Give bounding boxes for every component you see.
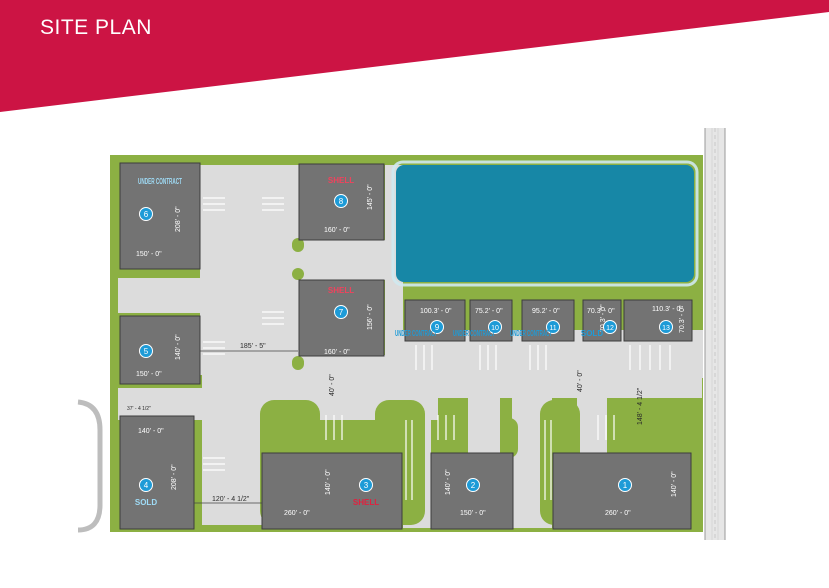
lot-2-depth: 140' - 0"	[445, 469, 452, 495]
lot-badge-2: 2	[466, 478, 480, 492]
aisle-right-dim: 40' - 0"	[577, 370, 584, 392]
lot-3-status: SHELL	[353, 498, 379, 507]
site-dimensions: 185' - 5" 40' - 0" 40' - 0" 120' - 4 1/2…	[127, 343, 644, 504]
building-lot-4	[119, 415, 195, 530]
lot-5-width: 150' - 0"	[136, 371, 162, 378]
lot-1-width: 260' - 0"	[605, 510, 631, 517]
road	[704, 128, 726, 540]
lot-1-depth: 140' - 0"	[671, 471, 678, 497]
lot-badge-3: 3	[359, 478, 373, 492]
lot-badge-10: 10	[488, 320, 502, 334]
building-lot-9	[404, 299, 466, 342]
lot-13-width: 110.3' - 0"	[652, 306, 683, 313]
lot-12-depth: 70.3' - 0"	[600, 304, 607, 332]
lot-6-status: UNDER CONTRACT	[138, 177, 182, 186]
svg-text:8: 8	[339, 197, 344, 206]
lot-9-width: 100.3' - 0"	[420, 308, 452, 315]
lot-badge-4: 4	[139, 478, 153, 492]
building-lot-11	[521, 299, 575, 342]
building-lot-5	[119, 315, 201, 385]
drive-width-dim: 185' - 5"	[240, 343, 266, 350]
building-lot-12	[582, 299, 622, 342]
lot4-offset-dim: 37' - 4 1/2"	[127, 406, 151, 412]
lot-11-status: UNDER CONTRACT	[510, 329, 552, 338]
svg-text:11: 11	[549, 325, 556, 332]
svg-text:10: 10	[491, 325, 499, 332]
building-dimensions: 150' - 0" 208' - 0" 150' - 0" 140' - 0" …	[136, 184, 686, 517]
access-road-curve	[77, 399, 103, 533]
lot-4-status: SOLD	[135, 498, 157, 507]
lot-6-width: 150' - 0"	[136, 251, 162, 258]
lot-12-width: 70.3' - 0"	[587, 308, 615, 315]
lot-11-width: 95.2' - 0"	[532, 308, 560, 315]
building-lot-2	[430, 452, 514, 530]
lot-10-status: UNDER CONTRACT	[453, 329, 495, 338]
lot-2-width: 150' - 0"	[460, 510, 486, 517]
lot-3-depth: 140' - 0"	[325, 469, 332, 495]
svg-text:3: 3	[364, 481, 369, 490]
lot-badge-13: 13	[659, 320, 673, 334]
lot-6-depth: 208' - 0"	[175, 206, 182, 232]
parking-stalls	[203, 197, 671, 500]
lot-8-width: 160' - 0"	[324, 227, 350, 234]
lot-12-status: SOLD	[581, 329, 603, 338]
building-lot-10	[469, 299, 513, 342]
lot-5-depth: 140' - 0"	[175, 334, 182, 360]
svg-text:13: 13	[662, 325, 670, 332]
lot-8-status: SHELL	[328, 176, 354, 185]
drive-aisle-dim: 40' - 0"	[329, 374, 336, 396]
lot-7-depth: 156' - 0"	[367, 304, 374, 330]
lot-8-depth: 145' - 0"	[367, 184, 374, 210]
banner-shape	[0, 0, 829, 112]
status-labels: UNDER CONTRACT SHELL SHELL SHELL SOLD UN…	[135, 176, 603, 507]
lot-badge-11: 11	[546, 320, 560, 334]
svg-text:4: 4	[144, 481, 149, 490]
retention-pond	[396, 165, 694, 282]
lot-4-width: 140' - 0"	[138, 428, 164, 435]
header-banner	[0, 0, 829, 112]
lot-badge-12: 12	[603, 320, 617, 334]
lot4-setback-dim: 120' - 4 1/2"	[212, 496, 250, 503]
lot1-setback-dim: 148' - 4 1/2"	[637, 387, 644, 425]
lot-9-status: UNDER CONTRACT	[395, 329, 437, 338]
lot-4-depth: 208' - 0"	[171, 464, 178, 490]
buildings	[119, 162, 693, 530]
lot-badge-7: 7	[334, 305, 348, 319]
lot-badge-9: 9	[430, 320, 444, 334]
lot-badge-6: 6	[139, 207, 153, 221]
lot-badge-8: 8	[334, 194, 348, 208]
svg-text:7: 7	[339, 308, 344, 317]
lot-badges: 6 5 4 8 7 3 2 1 9 10 11 12 13	[139, 194, 673, 492]
building-lot-13	[623, 299, 693, 342]
svg-text:2: 2	[471, 481, 476, 490]
lot-3-width: 260' - 0"	[284, 510, 310, 517]
svg-text:1: 1	[623, 481, 628, 490]
lot-7-status: SHELL	[328, 286, 354, 295]
lot-badge-5: 5	[139, 344, 153, 358]
svg-text:5: 5	[144, 347, 149, 356]
svg-text:12: 12	[606, 325, 614, 332]
svg-text:6: 6	[144, 210, 149, 219]
lot-7-width: 160' - 0"	[324, 349, 350, 356]
svg-text:9: 9	[435, 323, 440, 332]
building-lot-6	[119, 162, 201, 270]
page-title: SITE PLAN	[40, 16, 152, 39]
lot-badge-1: 1	[618, 478, 632, 492]
building-lot-3	[261, 452, 403, 530]
lot-13-depth: 70.3' - 0"	[679, 305, 686, 333]
lot-10-width: 75.2' - 0"	[475, 308, 503, 315]
